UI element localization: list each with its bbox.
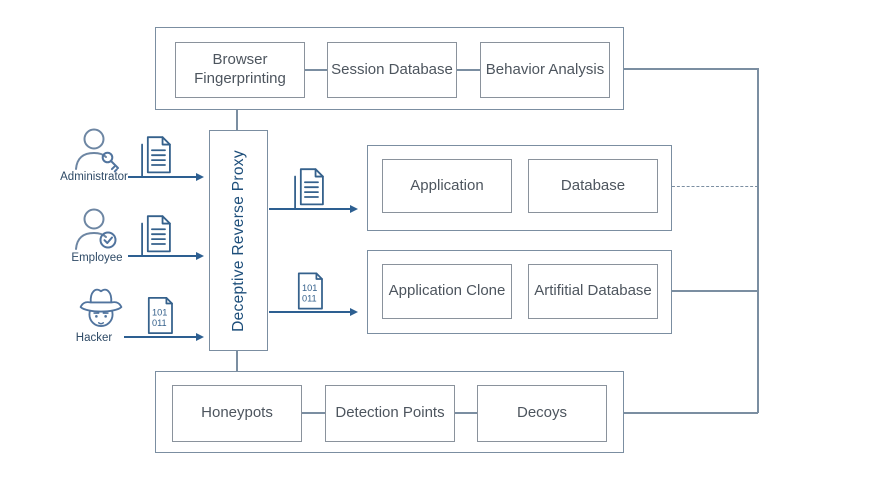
node-label: Decoys [516, 404, 568, 422]
node-label: Detection Points [335, 404, 445, 422]
node-label: Behavior Analysis [485, 60, 605, 78]
line-analysis-to-right-bus [624, 68, 758, 70]
arrowhead-administrator [196, 172, 204, 181]
connector-detection-decoys [455, 412, 477, 414]
arrow-employee-to-proxy [128, 255, 196, 257]
right-bus-line [757, 68, 759, 413]
svg-text:011: 011 [152, 318, 167, 328]
employee-icon [71, 206, 121, 256]
node-label: Browser Fingerprinting [194, 51, 286, 87]
connector-analysis-to-proxy [236, 110, 238, 130]
arrowhead-hacker [196, 332, 204, 341]
node-label: Database [560, 176, 626, 194]
node-detection-points: Detection Points [325, 385, 455, 442]
document-icon [138, 133, 174, 179]
connector-session-behavior [457, 69, 480, 71]
svg-text:101: 101 [152, 308, 167, 318]
connector-honeypots-detection [302, 412, 325, 414]
arrowhead-employee [196, 251, 204, 260]
node-label: Application Clone [388, 282, 506, 300]
node-application-clone: Application Clone [382, 264, 512, 319]
arrowhead-application-clone [350, 307, 358, 316]
connector-proxy-to-honeypots [236, 351, 238, 372]
node-label: Honeypots [201, 404, 273, 422]
employee-label: Employee [71, 252, 123, 264]
svg-text:011: 011 [302, 293, 317, 303]
binary-file-icon: 101 011 [144, 293, 176, 338]
proxy-label: Deceptive Reverse Proxy [229, 149, 247, 332]
hacker-icon [72, 283, 130, 333]
administrator-icon [71, 126, 121, 176]
svg-text:101: 101 [302, 283, 317, 293]
node-label: Session Database [331, 60, 453, 78]
document-icon [291, 165, 327, 211]
administrator-label: Administrator [60, 171, 128, 183]
arrow-administrator-to-proxy [128, 176, 196, 178]
node-label: Application [410, 176, 484, 194]
node-artifitial-database: Artifitial Database [528, 264, 658, 319]
node-application: Application [382, 159, 512, 213]
binary-file-icon: 101 011 [294, 268, 326, 314]
arrowhead-application [350, 204, 358, 213]
node-deceptive-reverse-proxy: Deceptive Reverse Proxy [209, 130, 268, 351]
node-browser-fingerprinting: Browser Fingerprinting [175, 42, 305, 98]
line-honeypots-to-bus [624, 412, 758, 414]
arrow-proxy-to-application-clone [269, 311, 350, 313]
arrow-hacker-to-proxy [124, 336, 196, 338]
node-session-database: Session Database [327, 42, 457, 98]
node-label: Artifitial Database [534, 282, 652, 300]
node-honeypots: Honeypots [172, 385, 302, 442]
line-artifitial-database-to-bus [672, 290, 758, 292]
connector-fingerprinting-session [305, 69, 327, 71]
document-icon [138, 212, 174, 258]
dashed-line-database-to-bus [672, 186, 758, 187]
node-database: Database [528, 159, 658, 213]
arrow-proxy-to-application [269, 208, 350, 210]
node-decoys: Decoys [477, 385, 607, 442]
node-behavior-analysis: Behavior Analysis [480, 42, 610, 98]
hacker-label: Hacker [75, 332, 113, 344]
